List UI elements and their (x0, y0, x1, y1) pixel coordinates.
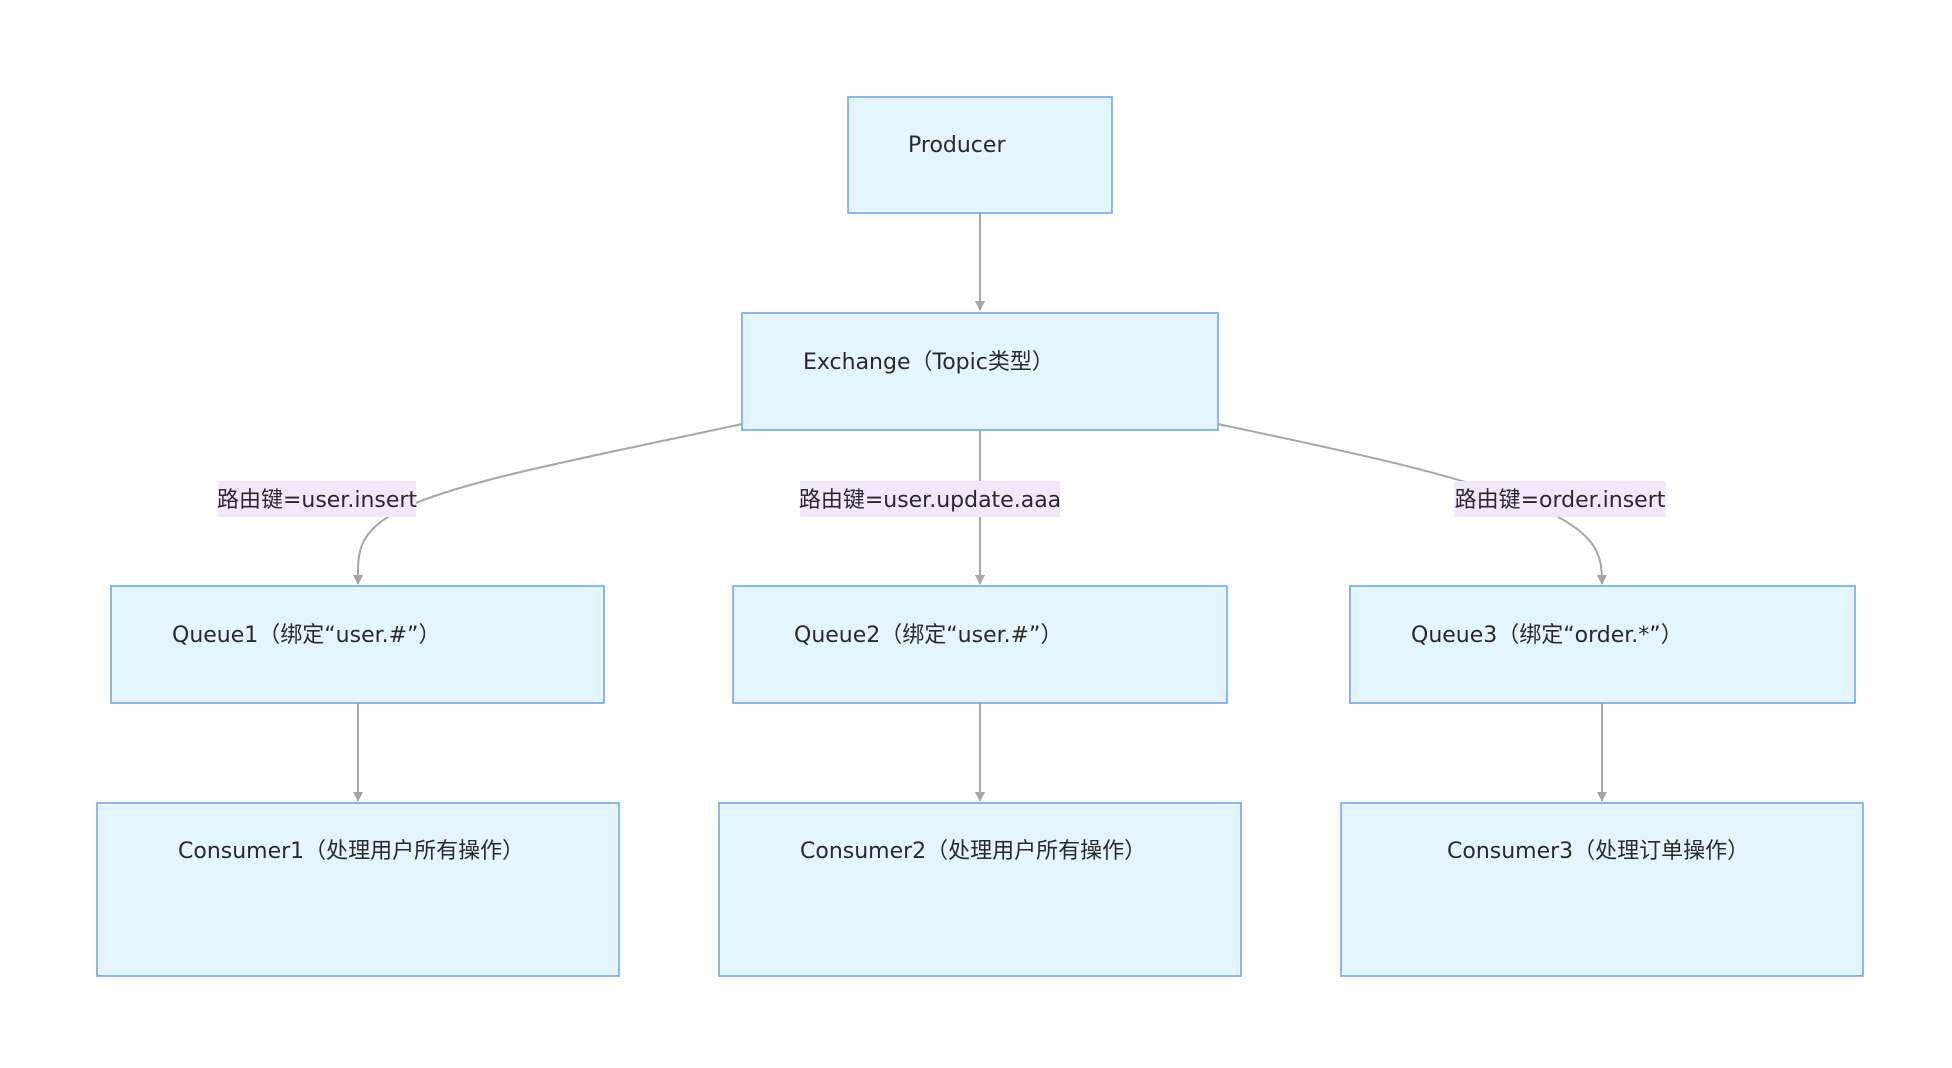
node-queue2: Queue2（绑定“user.#”） (732, 585, 1228, 704)
node-exchange-label: Exchange（Topic类型） (803, 350, 1054, 375)
node-producer-label: Producer (908, 133, 1006, 158)
node-consumer1-box (96, 802, 620, 977)
edge-label-queue2: 路由键=user.update.aaa (799, 488, 1061, 513)
node-queue1-label: Queue1（绑定“user.#”） (172, 623, 440, 648)
node-consumer1-label: Consumer1（处理用户所有操作） (178, 839, 524, 864)
node-producer: Producer (847, 96, 1113, 214)
edge-exchange-queue1 (352, 423, 743, 585)
node-consumer2: Consumer2（处理用户所有操作） (718, 802, 1242, 977)
edge-label-bg-queue3 (1454, 481, 1666, 517)
node-consumer2-box (718, 802, 1242, 977)
node-queue2-label: Queue2（绑定“user.#”） (794, 623, 1062, 648)
edge-label-queue3: 路由键=order.insert (1455, 488, 1666, 513)
nodes: Producer Exchange（Topic类型） Queue1（绑定“use… (96, 96, 1864, 977)
edge-label-queue1: 路由键=user.insert (217, 488, 417, 513)
node-queue2-box (732, 585, 1228, 704)
node-producer-box (847, 96, 1113, 214)
node-queue3-label: Queue3（绑定“order.*”） (1411, 623, 1683, 648)
edge-labels: 路由键=user.insert 路由键=user.update.aaa 路由键=… (217, 481, 1666, 517)
node-queue1: Queue1（绑定“user.#”） (110, 585, 605, 704)
node-consumer3: Consumer3（处理订单操作） (1340, 802, 1864, 977)
node-exchange-box (741, 312, 1219, 431)
node-consumer3-label: Consumer3（处理订单操作） (1447, 839, 1749, 864)
node-consumer3-box (1340, 802, 1864, 977)
node-queue1-box (110, 585, 605, 704)
node-queue3: Queue3（绑定“order.*”） (1349, 585, 1856, 704)
node-queue3-box (1349, 585, 1856, 704)
edge-label-bg-queue2 (800, 481, 1060, 517)
node-consumer1: Consumer1（处理用户所有操作） (96, 802, 620, 977)
node-consumer2-label: Consumer2（处理用户所有操作） (800, 839, 1146, 864)
edge-label-bg-queue1 (218, 481, 416, 517)
node-exchange: Exchange（Topic类型） (741, 312, 1219, 431)
